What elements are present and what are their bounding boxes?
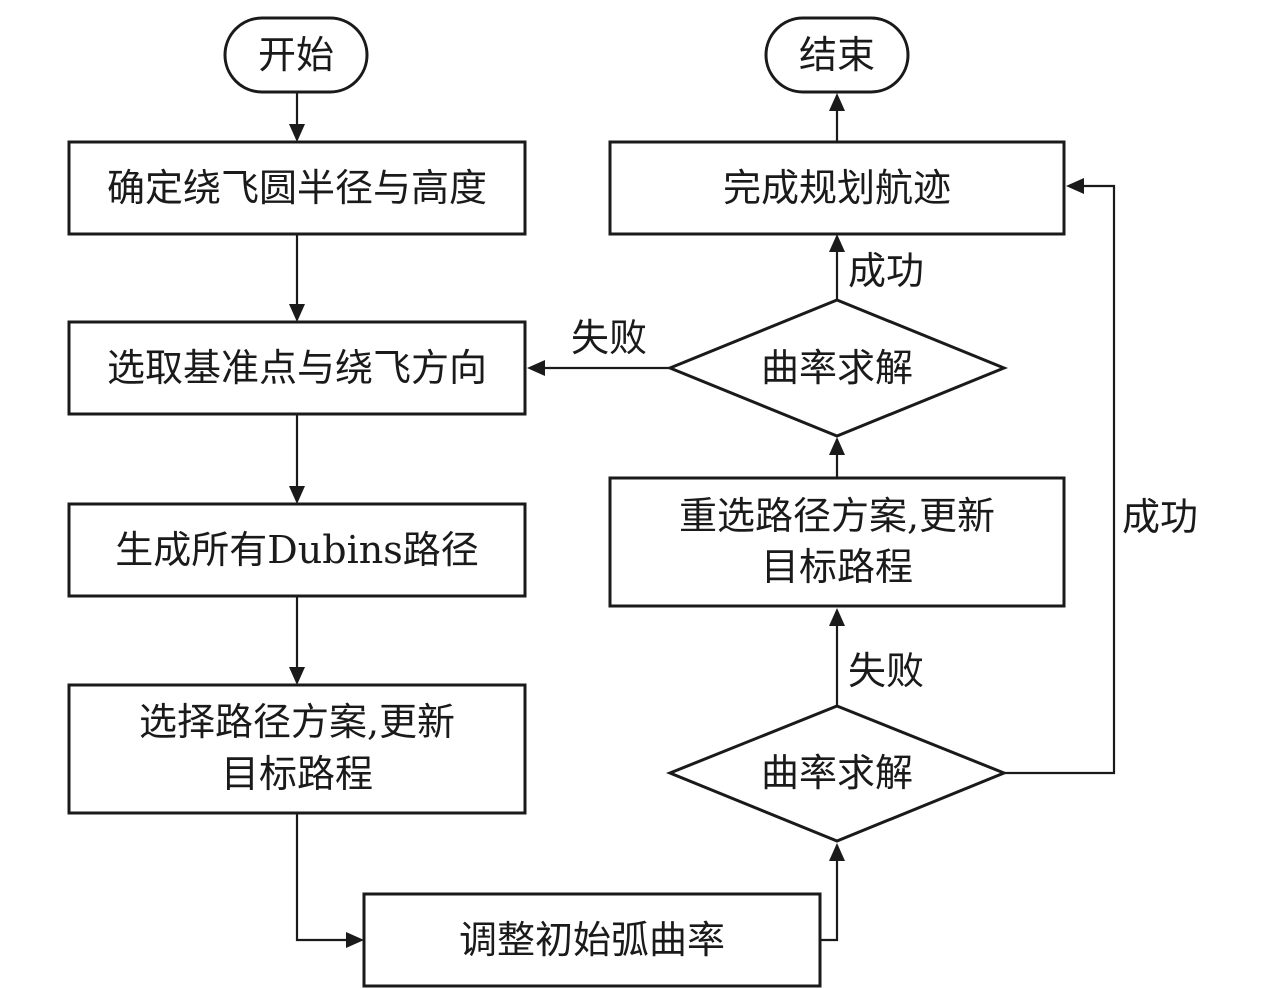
edge-label-upper-success: 成功 bbox=[848, 249, 924, 293]
generate-dubins-label: 生成所有Dubins路径 bbox=[115, 528, 478, 572]
connectors bbox=[289, 92, 1116, 948]
solve-lower-node: 曲率求解 bbox=[665, 704, 1009, 843]
complete-label: 完成规划航迹 bbox=[723, 166, 951, 210]
select-point-direction-box bbox=[67, 320, 527, 416]
arrowhead bbox=[346, 932, 364, 948]
end-label: 结束 bbox=[799, 33, 875, 77]
complete-node: 完成规划航迹 bbox=[608, 140, 1066, 236]
complete-box bbox=[608, 140, 1066, 236]
edge-solve-lower-to-complete bbox=[1004, 184, 1116, 775]
start-terminal bbox=[223, 16, 369, 94]
reselect-scheme-box bbox=[608, 476, 1066, 608]
edge-scheme-to-adjust bbox=[295, 813, 350, 942]
end-terminal bbox=[764, 16, 910, 94]
reselect-scheme-label-line1: 重选路径方案,更新 bbox=[679, 494, 995, 538]
start-node: 开始 bbox=[223, 16, 369, 94]
set-radius-height-node: 确定绕飞圆半径与高度 bbox=[67, 140, 527, 236]
arrowhead bbox=[527, 360, 545, 376]
edge-adjust-to-solve-lower bbox=[820, 857, 839, 942]
arrowhead bbox=[829, 608, 845, 626]
edge-label-lower-fail: 失败 bbox=[848, 649, 924, 693]
edge-labels: 成功 失败 失败 成功 bbox=[571, 249, 1198, 693]
adjust-arc-node: 调整初始弧曲率 bbox=[362, 892, 822, 988]
select-point-direction-label: 选取基准点与绕飞方向 bbox=[107, 346, 487, 390]
select-scheme-box bbox=[67, 683, 527, 815]
reselect-scheme-label-line2: 目标路程 bbox=[761, 545, 913, 589]
select-scheme-label-line1: 选择路径方案,更新 bbox=[139, 700, 455, 744]
generate-dubins-box bbox=[67, 502, 527, 598]
reselect-scheme-node: 重选路径方案,更新 目标路程 bbox=[608, 476, 1066, 608]
arrowhead bbox=[289, 124, 305, 142]
arrowhead bbox=[1066, 178, 1084, 194]
arrowhead bbox=[289, 486, 305, 504]
arrowhead bbox=[829, 234, 845, 252]
set-radius-height-label: 确定绕飞圆半径与高度 bbox=[107, 166, 487, 210]
arrowhead bbox=[289, 667, 305, 685]
start-label: 开始 bbox=[258, 33, 334, 77]
select-point-direction-node: 选取基准点与绕飞方向 bbox=[67, 320, 527, 416]
arrowhead bbox=[829, 93, 845, 111]
edge-label-lower-success: 成功 bbox=[1122, 495, 1198, 539]
set-radius-height-box bbox=[67, 140, 527, 236]
select-scheme-node: 选择路径方案,更新 目标路程 bbox=[67, 683, 527, 815]
solve-lower-label: 曲率求解 bbox=[761, 751, 913, 795]
adjust-arc-box bbox=[362, 892, 822, 988]
arrowhead bbox=[829, 437, 845, 455]
solve-upper-node: 曲率求解 bbox=[666, 298, 1008, 438]
solve-lower-diamond bbox=[665, 704, 1009, 843]
generate-dubins-node: 生成所有Dubins路径 bbox=[67, 502, 527, 598]
arrowhead bbox=[289, 304, 305, 322]
arrowhead bbox=[829, 843, 845, 861]
adjust-arc-label: 调整初始弧曲率 bbox=[459, 918, 725, 962]
solve-upper-diamond bbox=[666, 298, 1008, 438]
edge-label-upper-fail: 失败 bbox=[571, 316, 647, 360]
end-node: 结束 bbox=[764, 16, 910, 94]
solve-upper-label: 曲率求解 bbox=[761, 346, 913, 390]
select-scheme-label-line2: 目标路程 bbox=[221, 752, 373, 796]
